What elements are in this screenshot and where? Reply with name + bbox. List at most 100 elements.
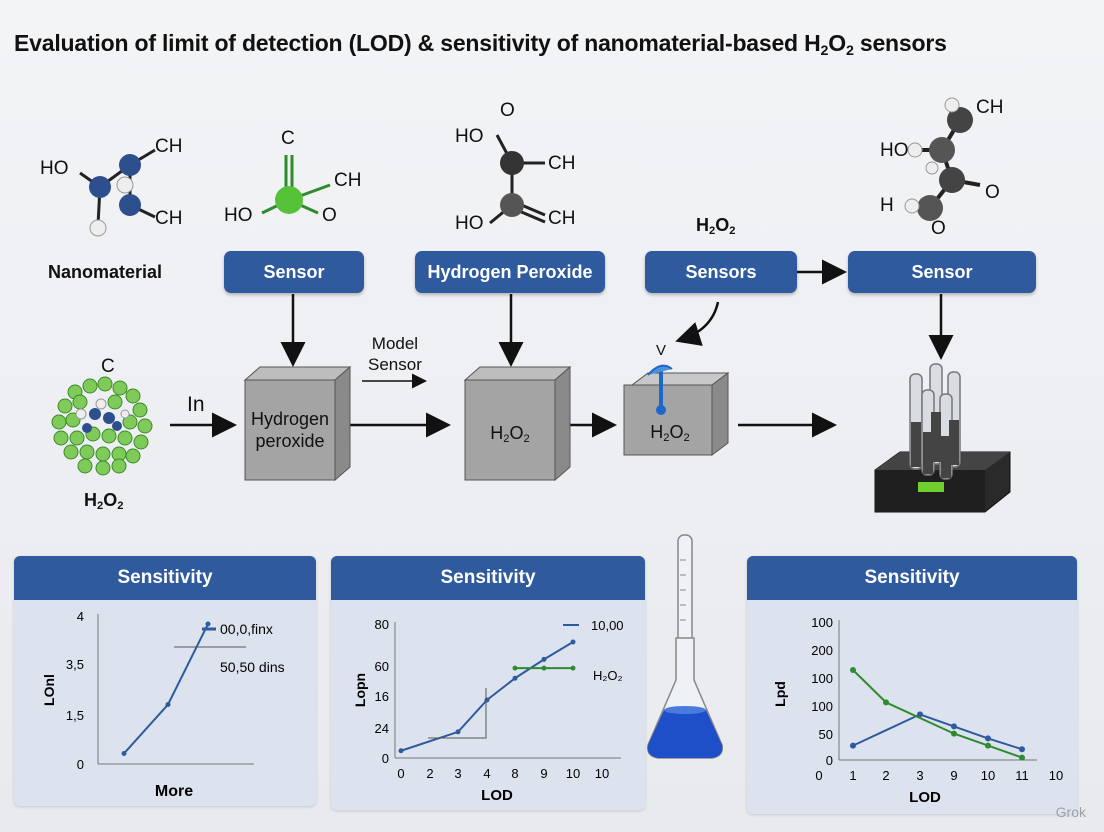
test-tube-rack-icon	[874, 363, 1011, 513]
nanomaterial-label: Nanomaterial	[48, 262, 163, 282]
y-tick-label: 0	[77, 757, 84, 772]
box3-label: H2O2	[650, 422, 690, 445]
y-tick-label: 80	[375, 617, 389, 632]
y-tick-label: 100	[811, 671, 833, 686]
m2-ho-label: HO	[224, 205, 253, 226]
sensor-output-button[interactable]: Sensor	[848, 251, 1036, 293]
x-tick-label: 3	[454, 766, 461, 781]
m2-ch-label: CH	[334, 170, 362, 191]
data-point	[570, 665, 576, 671]
m2-o-label: O	[322, 205, 337, 226]
y-axis-label: LOnl	[41, 674, 57, 706]
m1-ch-top-label: CH	[155, 136, 183, 157]
legend-entry-2: 50,50 dins	[220, 659, 285, 675]
data-point	[570, 639, 576, 645]
m4-h-label: H	[880, 195, 894, 216]
y-tick-label: 100	[811, 615, 833, 630]
model-sensor-label: Model Sensor	[368, 334, 422, 374]
data-point	[850, 667, 856, 673]
m2-c-label: C	[281, 128, 295, 149]
data-point	[455, 729, 461, 735]
y-tick-label: 3,5	[66, 657, 84, 672]
box1-label: Hydrogen peroxide	[250, 409, 330, 451]
x-tick-label: 10	[595, 766, 609, 781]
hydrogen-peroxide-molecule-icon	[489, 134, 546, 225]
m3-ho-top-label: HO	[455, 126, 484, 147]
x-tick-label: 4	[483, 766, 490, 781]
series-line-1	[400, 641, 574, 752]
x-tick-label: 0	[397, 766, 404, 781]
legend-entry-1: 00,0,finx	[220, 621, 273, 637]
legend-entry-1: 10,00	[591, 618, 624, 633]
sensor-molecule-3d-icon	[904, 97, 981, 221]
y-axis-label: Lpd	[772, 681, 788, 707]
data-point	[121, 751, 127, 756]
h2o2-label: H2O2	[696, 215, 736, 238]
sensors-button[interactable]: Sensors	[645, 251, 797, 293]
y-tick-label: 0	[382, 751, 389, 766]
series-line-2	[852, 669, 1023, 759]
data-point	[165, 702, 171, 707]
y-tick-label: 100	[811, 699, 833, 714]
nanoparticle-cluster-icon	[51, 376, 153, 476]
series-line	[123, 623, 209, 755]
box-h2o2-2	[623, 364, 730, 456]
x-tick-label: 2	[882, 768, 889, 783]
in-label: In	[187, 393, 205, 416]
data-point	[398, 748, 404, 754]
flask-icon	[646, 534, 724, 759]
m3-ch-top-label: CH	[548, 153, 576, 174]
x-tick-label: 10	[566, 766, 580, 781]
m4-o-right-label: O	[985, 182, 1000, 203]
series-line-1	[852, 713, 1023, 751]
nano-c-label: C	[101, 356, 115, 377]
x-tick-label: 9	[540, 766, 547, 781]
page-title: Evaluation of limit of detection (LOD) &…	[14, 30, 947, 59]
data-point	[985, 735, 991, 742]
sensor-button[interactable]: Sensor	[224, 251, 364, 293]
m3-o-label: O	[500, 100, 515, 121]
data-point	[512, 665, 518, 671]
watermark-label: Grok	[1055, 804, 1086, 820]
x-tick-label: 9	[950, 768, 957, 783]
y-tick-label: 1,5	[66, 708, 84, 723]
data-point	[541, 665, 547, 671]
data-point	[985, 742, 991, 749]
data-point	[917, 711, 923, 718]
y-tick-label: 0	[826, 753, 833, 768]
data-point	[951, 723, 957, 730]
x-tick-label: 11	[1015, 768, 1029, 783]
panel3-header: Sensitivity	[747, 556, 1077, 600]
y-tick-label: 16	[375, 689, 389, 704]
legend-entry-2: H₂O₂	[593, 668, 623, 683]
y-tick-label: 200	[811, 643, 833, 658]
y-tick-label: 4	[77, 609, 84, 624]
y-tick-label: 60	[375, 659, 389, 674]
box-h2o2-1	[463, 365, 572, 482]
data-point	[1019, 754, 1025, 761]
x-tick-label: 1	[849, 768, 856, 783]
x-axis-label: LOD	[481, 787, 513, 804]
m4-o-bottom-label: O	[931, 218, 946, 239]
box2-label: H2O2	[490, 423, 530, 446]
hydrogen-peroxide-button[interactable]: Hydrogen Peroxide	[415, 251, 605, 293]
x-tick-label: 8	[511, 766, 518, 781]
data-point	[541, 656, 547, 662]
box-hydrogen-peroxide	[243, 365, 352, 482]
data-point	[883, 699, 889, 706]
reference-bracket	[428, 688, 487, 739]
m4-ho-label: HO	[880, 140, 909, 161]
sensor-molecule-icon	[261, 155, 331, 215]
x-tick-label: 0	[815, 768, 822, 783]
data-point	[1019, 746, 1025, 753]
m3-ch-bottom-label: CH	[548, 208, 576, 229]
data-point	[484, 697, 490, 703]
nanomaterial-molecule-icon	[79, 148, 156, 237]
x-tick-label: 10	[981, 768, 995, 783]
